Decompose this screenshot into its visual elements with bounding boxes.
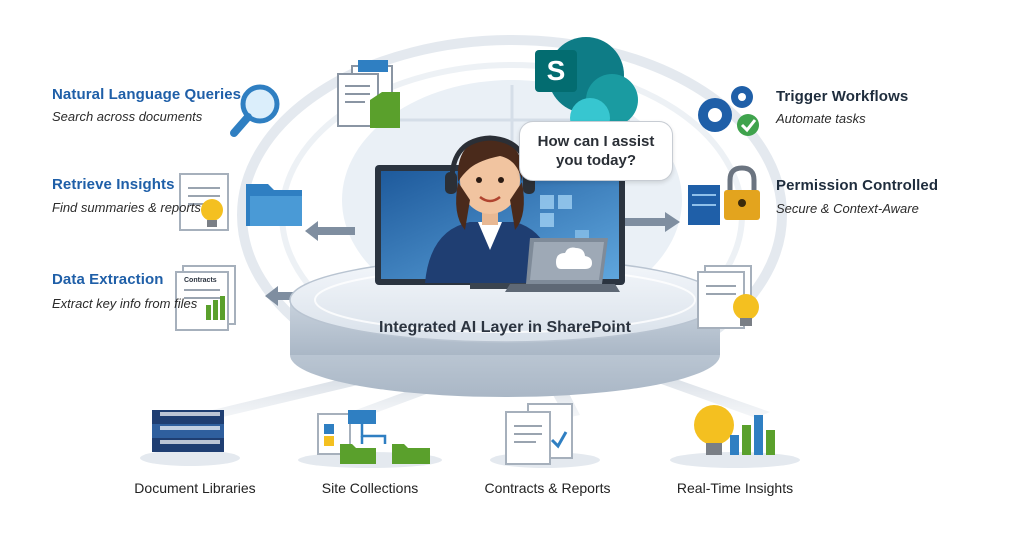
documents-chart-icon bbox=[490, 403, 600, 468]
feature-title: Permission Controlled bbox=[776, 177, 939, 194]
bulb-chart-icon bbox=[670, 405, 800, 468]
contracts-doc-label: Contracts bbox=[184, 277, 217, 284]
bubble-line-2: you today? bbox=[555, 152, 636, 169]
side-arrows bbox=[265, 212, 680, 306]
feature-retrieve-insights: Retrieve Insights Find summaries & repor… bbox=[52, 176, 201, 215]
assistant-speech-bubble: How can I assist you today? bbox=[519, 121, 673, 181]
feature-title: Data Extraction bbox=[52, 271, 164, 288]
bubble-line-1: How can I assist bbox=[537, 133, 655, 150]
feature-title: Retrieve Insights bbox=[52, 176, 175, 193]
feature-title: Natural Language Queries bbox=[52, 86, 242, 103]
bottom-label-document-libraries: Document Libraries bbox=[134, 480, 256, 496]
sharepoint-logo-icon bbox=[535, 37, 638, 138]
feature-subtitle: Find summaries & reports bbox=[52, 200, 201, 215]
magnifier-icon bbox=[230, 84, 280, 137]
lock-server-icon bbox=[688, 165, 760, 225]
feature-title: Trigger Workflows bbox=[776, 88, 909, 105]
platform-label: Integrated AI Layer in SharePoint bbox=[379, 319, 631, 336]
contract-chart-icon bbox=[175, 265, 236, 331]
sharepoint-logo-letter: S bbox=[546, 55, 566, 86]
feature-subtitle: Extract key info from files bbox=[52, 296, 198, 311]
assistant-avatar bbox=[425, 135, 555, 283]
feature-trigger-workflows: Trigger Workflows Automate tasks bbox=[776, 88, 908, 126]
laptop bbox=[505, 238, 620, 292]
stacked-books-icon bbox=[140, 410, 240, 466]
document-bulb-icon bbox=[179, 173, 229, 231]
gears-check-icon bbox=[698, 86, 759, 136]
site-tree-icon bbox=[298, 410, 442, 468]
feature-data-extraction: Data Extraction Extract key info from fi… bbox=[52, 271, 197, 311]
documents-folder-icon bbox=[337, 60, 400, 128]
feature-subtitle: Search across documents bbox=[52, 109, 203, 124]
bottom-label-site-collections: Site Collections bbox=[321, 480, 419, 496]
report-bulb-icon bbox=[697, 265, 759, 329]
bottom-label-contracts-reports: Contracts & Reports bbox=[484, 480, 611, 496]
feature-subtitle: Automate tasks bbox=[776, 111, 866, 126]
bottom-label-real-time-insights: Real-Time Insights bbox=[676, 480, 794, 496]
feature-natural-language-queries: Natural Language Queries Search across d… bbox=[52, 86, 241, 124]
blue-folder-icon bbox=[246, 184, 302, 226]
feature-permission-controlled: Permission Controlled Secure & Context-A… bbox=[776, 177, 938, 216]
feature-subtitle: Secure & Context-Aware bbox=[776, 201, 919, 216]
